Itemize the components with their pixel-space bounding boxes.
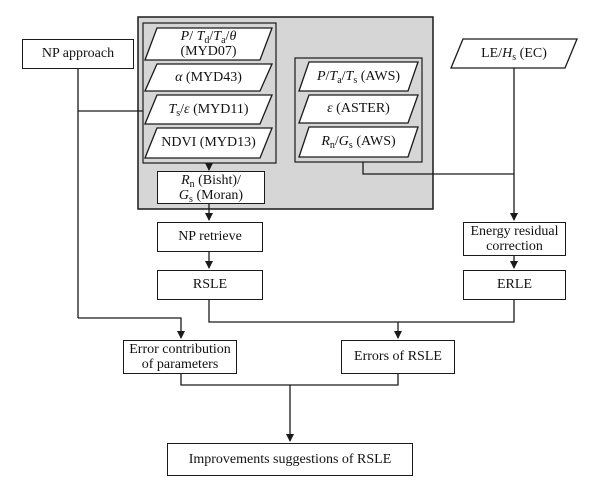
improvements-node: Improvements suggestions of RSLE	[167, 443, 413, 476]
improvements-label: Improvements suggestions of RSLE	[188, 451, 392, 467]
energy-residual-node: Energy residual correction	[463, 222, 566, 256]
energy-residual-line2: correction	[486, 239, 543, 254]
rn-gs-line2: Gs (Moran)	[178, 187, 244, 205]
myd43-label: α (MYD43)	[175, 69, 242, 85]
le-hs-label: LE/Hs (EC)	[481, 45, 547, 63]
myd07-shape	[144, 27, 273, 61]
aws2-label: Rn/Gs (AWS)	[321, 134, 396, 151]
erle-node: ERLE	[463, 270, 566, 300]
myd11-shape	[144, 94, 273, 125]
aster-label: ε (ASTER)	[327, 101, 390, 116]
rn-gs-node: Rn (Bisht)/ Gs (Moran)	[157, 171, 265, 204]
energy-residual-line1: Energy residual	[470, 224, 559, 239]
error-contribution-line1: Error contribution	[129, 342, 231, 357]
le-hs-shape	[450, 38, 578, 69]
errors-of-rsle-node: Errors of RSLE	[341, 340, 455, 374]
myd13-label: NDVI (MYD13)	[161, 135, 256, 150]
connector-aws-to-energy	[362, 162, 514, 175]
rn-gs-line1: Rn (Bisht)/	[181, 172, 241, 190]
np-approach-label: NP approach	[41, 46, 115, 61]
myd07-label: P/ Td/Ta/θ (MYD07)	[180, 29, 237, 59]
aws2-shape	[298, 126, 419, 158]
connector-rsle-to-merge	[208, 300, 515, 323]
myd43-shape	[143, 63, 274, 92]
rsle-label: RSLE	[192, 277, 228, 292]
myd11-label: Ts/ε (MYD11)	[168, 101, 249, 119]
aster-shape	[298, 94, 419, 124]
errors-of-rsle-label: Errors of RSLE	[354, 349, 442, 364]
np-retrieve-node: NP retrieve	[157, 222, 263, 252]
connector-bottom-merge	[180, 374, 399, 386]
rsle-node: RSLE	[157, 270, 263, 300]
myd13-shape	[144, 127, 273, 159]
error-contribution-line2: of parameters	[141, 357, 219, 372]
erle-label: ERLE	[497, 277, 532, 292]
connector-np-to-error-contribution	[78, 317, 185, 339]
error-contribution-node: Error contribution of parameters	[123, 340, 237, 374]
np-approach-node: NP approach	[22, 39, 134, 69]
aws1-label: P/Ta/Ts (AWS)	[316, 68, 401, 86]
aws1-shape	[298, 61, 419, 92]
np-retrieve-label: NP retrieve	[178, 229, 242, 244]
